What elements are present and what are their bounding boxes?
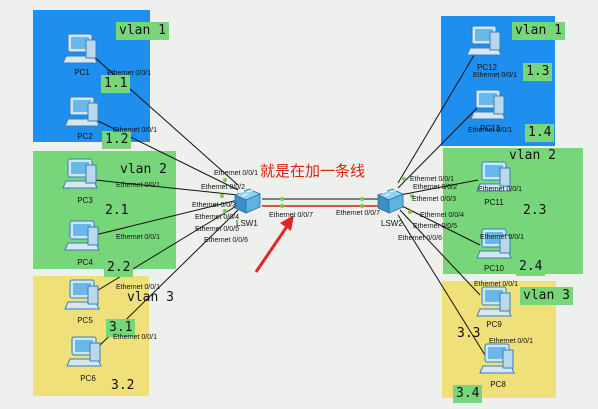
pc4-address: 2.2 xyxy=(104,259,134,277)
pc11-port-label: Ethernet 0/0/1 xyxy=(478,186,522,193)
pc3-address: 2.1 xyxy=(102,202,132,220)
pc5-computer-icon[interactable] xyxy=(62,276,102,316)
lsw1-port-2-label: Ethernet 0/0/2 xyxy=(201,184,245,191)
pc6-computer-icon[interactable] xyxy=(64,333,104,373)
pc9-address: 3.3 xyxy=(457,326,481,341)
pc5-port-label: Ethernet 0/0/1 xyxy=(116,284,160,291)
lsw1-port-3-label: Ethernet 0/0/3 xyxy=(192,202,236,209)
pc9-label: PC9 xyxy=(486,320,502,329)
annotation-arrowhead xyxy=(280,215,294,231)
right-vlan1-tag: vlan 1 xyxy=(512,22,565,40)
pc3-label: PC3 xyxy=(77,196,93,205)
lsw1-port-5-label: Ethernet 0/0/5 xyxy=(195,226,239,233)
pc2-label: PC2 xyxy=(77,132,93,141)
pc5-label: PC5 xyxy=(77,316,93,325)
pc9-port-label: Ethernet 0/0/1 xyxy=(474,281,518,288)
link-pc8-lsw2 xyxy=(397,214,486,356)
pc8-label: PC8 xyxy=(490,380,506,389)
right-vlan2-tag: vlan 2 xyxy=(509,148,556,163)
annotation-arrow xyxy=(254,221,292,273)
pc10-port-label: Ethernet 0/0/1 xyxy=(480,234,524,241)
lsw2-port-2-label: Ethernet 0/0/2 xyxy=(413,184,457,191)
lsw2-port-4-label: Ethernet 0/0/4 xyxy=(420,212,464,219)
pc6-address: 3.2 xyxy=(111,378,135,393)
pc6-label: PC6 xyxy=(80,374,96,383)
lsw2-port-7-label: Ethernet 0/0/7 xyxy=(336,210,380,217)
pc1-computer-icon[interactable] xyxy=(60,30,100,70)
pc4-label: PC4 xyxy=(77,258,93,267)
pc13-label: PC13 xyxy=(479,124,500,133)
pc4-computer-icon[interactable] xyxy=(62,217,102,257)
pc1-port-label: Ethernet 0/0/1 xyxy=(107,70,151,77)
pc8-computer-icon[interactable] xyxy=(477,340,517,380)
lsw1-port-6-label: Ethernet 0/0/6 xyxy=(204,237,248,244)
pc13-address: 1.4 xyxy=(525,124,555,142)
pc9-computer-icon[interactable] xyxy=(474,283,514,323)
pc8-port-label: Ethernet 0/0/1 xyxy=(489,338,533,345)
annotation-text: 就是在加一条线 xyxy=(260,162,366,180)
pc11-label: PC11 xyxy=(484,198,504,207)
pc3-port-label: Ethernet 0/0/1 xyxy=(116,182,160,189)
link-pc12-lsw2 xyxy=(397,51,477,184)
link-pc5-lsw1 xyxy=(94,204,239,293)
pc4-port-label: Ethernet 0/0/1 xyxy=(116,234,160,241)
pc10-computer-icon[interactable] xyxy=(474,225,514,265)
lsw2-port-1-label: Ethernet 0/0/1 xyxy=(410,176,454,183)
right-vlan2-zone xyxy=(443,148,583,274)
right-vlan3-tag: vlan 3 xyxy=(520,287,573,305)
link-pc2-lsw1 xyxy=(91,117,239,191)
link-pc11-lsw2 xyxy=(399,179,479,196)
pc2-port-label: Ethernet 0/0/1 xyxy=(113,127,157,134)
pc5-address: 3.1 xyxy=(106,319,136,337)
lsw1-switch-icon[interactable] xyxy=(232,186,262,216)
pc6-port-label: Ethernet 0/0/1 xyxy=(113,334,157,341)
left-vlan2-tag: vlan 2 xyxy=(120,162,167,177)
left-vlan1-tag: vlan 1 xyxy=(116,22,169,40)
lsw2-port-6-label: Ethernet 0/0/6 xyxy=(398,235,442,242)
pc2-address: 1.2 xyxy=(102,131,132,149)
pc10-address: 2.4 xyxy=(516,258,546,276)
pc12-address: 1.3 xyxy=(523,63,553,81)
pc12-port-label: Ethernet 0/0/1 xyxy=(473,72,517,79)
pc12-computer-icon[interactable] xyxy=(464,22,504,62)
pc1-label: PC1 xyxy=(74,68,90,77)
link-pc9-lsw2 xyxy=(399,209,481,296)
pc2-computer-icon[interactable] xyxy=(62,93,102,133)
link-pc4-lsw1 xyxy=(94,199,239,236)
lsw1-port-4-label: Ethernet 0/0/4 xyxy=(195,214,239,221)
pc10-label: PC10 xyxy=(483,264,504,273)
lsw1-port-7-label: Ethernet 0/0/7 xyxy=(269,212,313,219)
pc11-address: 2.3 xyxy=(523,203,547,218)
lsw1-label: LSW1 xyxy=(236,219,258,228)
pc12-label: PC12 xyxy=(476,63,497,72)
left-vlan3-tag: vlan 3 xyxy=(127,290,174,305)
link-pc10-lsw2 xyxy=(399,204,481,246)
pc13-computer-icon[interactable] xyxy=(468,86,508,126)
pc1-address: 1.1 xyxy=(101,75,131,93)
pc11-computer-icon[interactable] xyxy=(474,158,514,198)
lsw2-label: LSW2 xyxy=(381,219,403,228)
pc3-computer-icon[interactable] xyxy=(60,155,100,195)
pc8-address: 3.4 xyxy=(453,385,483,403)
lsw2-port-3-label: Ethernet 0/0/3 xyxy=(412,196,456,203)
link-pc13-lsw2 xyxy=(397,104,481,189)
lsw2-port-5-label: Ethernet 0/0/5 xyxy=(413,223,457,230)
lsw2-switch-icon[interactable] xyxy=(375,186,405,216)
pc13-port-label: Ethernet 0/0/1 xyxy=(468,127,512,134)
link-pc3-lsw1 xyxy=(94,179,239,196)
lsw1-port-1-label: Ethernet 0/0/1 xyxy=(214,170,258,177)
